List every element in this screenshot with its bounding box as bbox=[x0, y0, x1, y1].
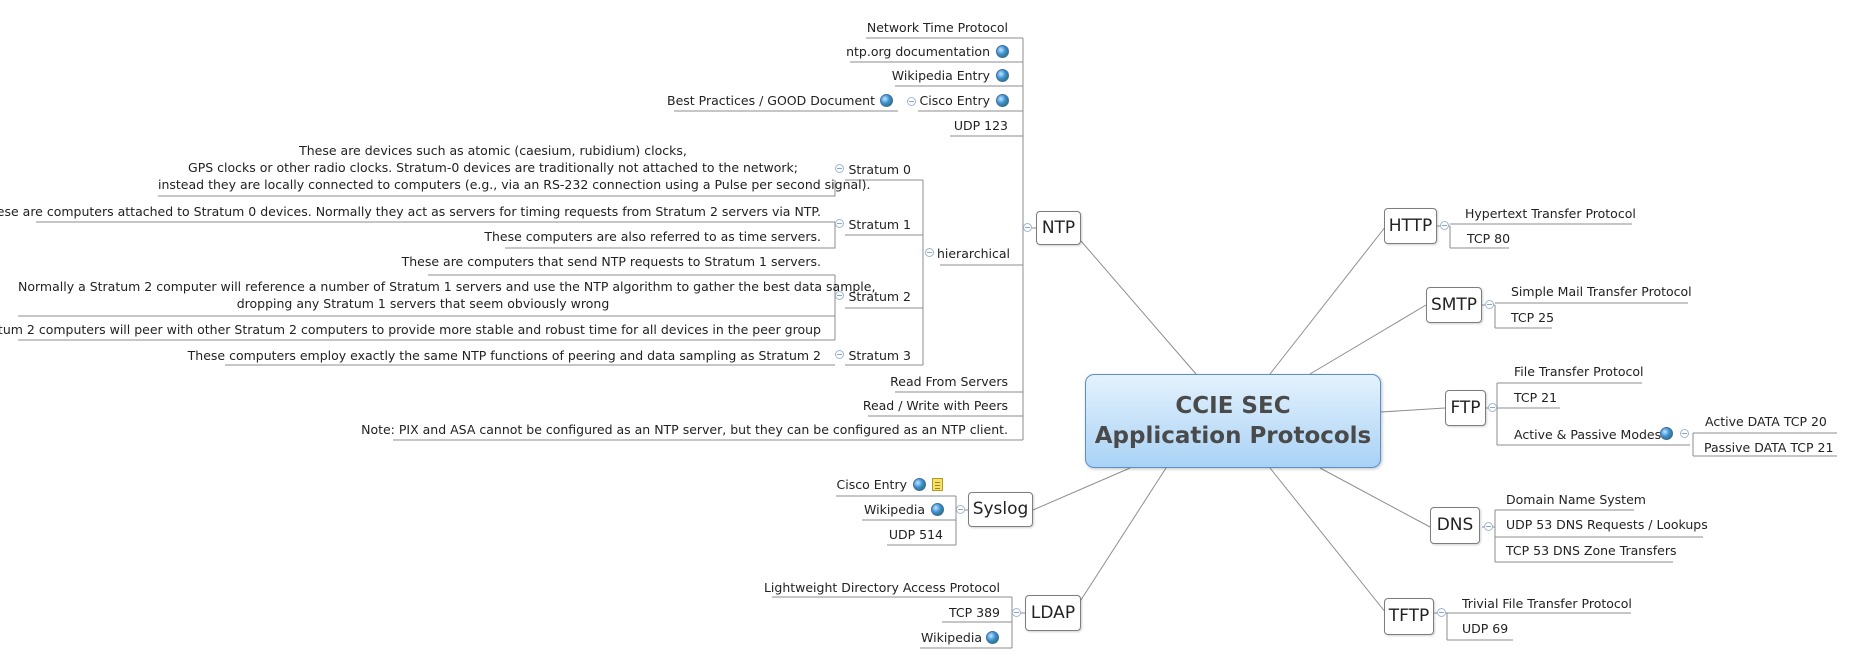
collapse-icon[interactable] bbox=[1485, 300, 1494, 309]
ntp-read-from-servers: Read From Servers bbox=[890, 374, 1008, 389]
ldap-tcp-port: TCP 389 bbox=[948, 605, 1000, 620]
collapse-icon[interactable] bbox=[835, 219, 844, 228]
globe-icon[interactable] bbox=[913, 478, 926, 491]
syslog-wikipedia-link[interactable]: Wikipedia bbox=[864, 502, 925, 517]
ntp-read-write-peers: Read / Write with Peers bbox=[862, 398, 1008, 413]
stratum-2-desc-2-line1: Normally a Stratum 2 computer will refer… bbox=[18, 279, 876, 294]
dns-label: DNS bbox=[1436, 515, 1474, 535]
collapse-icon[interactable] bbox=[925, 248, 934, 257]
tftp-topic[interactable]: TFTP bbox=[1384, 598, 1434, 635]
globe-icon[interactable] bbox=[996, 94, 1009, 107]
dns-tcp-port: TCP 53 DNS Zone Transfers bbox=[1506, 543, 1677, 558]
ftp-label: FTP bbox=[1450, 398, 1481, 418]
collapse-icon[interactable] bbox=[1437, 608, 1446, 617]
ftp-modes: Active & Passive Modes bbox=[1514, 427, 1662, 442]
note-icon[interactable] bbox=[932, 478, 943, 491]
central-title-line2: Application Protocols bbox=[1094, 423, 1372, 449]
smtp-label: SMTP bbox=[1430, 295, 1478, 315]
http-label: HTTP bbox=[1388, 216, 1433, 236]
collapse-icon[interactable] bbox=[835, 291, 844, 300]
tftp-udp-port: UDP 69 bbox=[1462, 621, 1509, 636]
collapse-icon[interactable] bbox=[956, 505, 965, 514]
http-topic[interactable]: HTTP bbox=[1384, 208, 1437, 244]
stratum-3-label: Stratum 3 bbox=[848, 348, 911, 363]
dns-full-name: Domain Name System bbox=[1506, 492, 1646, 507]
ftp-passive-data: Passive DATA TCP 21 bbox=[1704, 440, 1834, 455]
ftp-active-data: Active DATA TCP 20 bbox=[1705, 414, 1827, 429]
ldap-label: LDAP bbox=[1030, 603, 1076, 623]
collapse-icon[interactable] bbox=[907, 97, 916, 106]
stratum-0-desc-line3: instead they are locally connected to co… bbox=[158, 177, 871, 192]
collapse-icon[interactable] bbox=[1012, 608, 1021, 617]
ntp-udp-port: UDP 123 bbox=[953, 118, 1008, 133]
ntp-cisco-entry-link[interactable]: Cisco Entry bbox=[919, 93, 990, 108]
central-title-line1: CCIE SEC bbox=[1175, 393, 1291, 419]
ldap-wikipedia-link[interactable]: Wikipedia bbox=[921, 630, 982, 645]
ftp-full-name: File Transfer Protocol bbox=[1514, 364, 1644, 379]
syslog-cisco-entry-link[interactable]: Cisco Entry bbox=[836, 477, 907, 492]
http-full-name: Hypertext Transfer Protocol bbox=[1465, 206, 1636, 221]
collapse-icon[interactable] bbox=[1680, 429, 1689, 438]
stratum-0-desc-line2: GPS clocks or other radio clocks. Stratu… bbox=[188, 160, 798, 175]
tftp-full-name: Trivial File Transfer Protocol bbox=[1462, 596, 1632, 611]
syslog-udp-port: UDP 514 bbox=[888, 527, 943, 542]
globe-icon[interactable] bbox=[931, 503, 944, 516]
stratum-2-label: Stratum 2 bbox=[848, 289, 911, 304]
ntp-topic[interactable]: NTP bbox=[1036, 211, 1081, 245]
ntp-label: NTP bbox=[1041, 218, 1076, 238]
tftp-label: TFTP bbox=[1388, 606, 1430, 626]
ntp-wikipedia-entry-link[interactable]: Wikipedia Entry bbox=[891, 68, 990, 83]
stratum-1-desc-2: These computers are also referred to as … bbox=[484, 229, 821, 244]
stratum-1-desc-1: These are computers attached to Stratum … bbox=[0, 204, 821, 219]
ntp-note: Note: PIX and ASA cannot be configured a… bbox=[361, 422, 1008, 437]
stratum-2-desc-3: Stratum 2 computers will peer with other… bbox=[0, 322, 821, 337]
ftp-tcp-port: TCP 21 bbox=[1514, 390, 1558, 405]
dns-topic[interactable]: DNS bbox=[1430, 507, 1480, 544]
collapse-icon[interactable] bbox=[835, 164, 844, 173]
smtp-topic[interactable]: SMTP bbox=[1426, 287, 1482, 323]
ldap-full-name: Lightweight Directory Access Protocol bbox=[763, 580, 1000, 595]
ntp-best-practices-link[interactable]: Best Practices / GOOD Document bbox=[667, 93, 875, 108]
stratum-0-desc-line1: These are devices such as atomic (caesiu… bbox=[299, 143, 687, 158]
stratum-2-desc-2-line2: dropping any Stratum 1 servers that seem… bbox=[236, 296, 610, 311]
globe-icon[interactable] bbox=[986, 631, 999, 644]
dns-udp-port: UDP 53 DNS Requests / Lookups bbox=[1506, 517, 1708, 532]
ntp-hierarchical: hierarchical bbox=[936, 246, 1010, 261]
collapse-icon[interactable] bbox=[1488, 403, 1497, 412]
stratum-3-desc: These computers employ exactly the same … bbox=[187, 348, 821, 363]
ntp-network-time-protocol: Network Time Protocol bbox=[866, 20, 1008, 35]
smtp-tcp-port: TCP 25 bbox=[1511, 310, 1555, 325]
syslog-topic[interactable]: Syslog bbox=[968, 492, 1033, 527]
collapse-icon[interactable] bbox=[835, 350, 844, 359]
http-tcp-port: TCP 80 bbox=[1467, 231, 1511, 246]
collapse-icon[interactable] bbox=[1440, 221, 1449, 230]
globe-icon[interactable] bbox=[996, 45, 1009, 58]
stratum-1-label: Stratum 1 bbox=[848, 217, 911, 232]
stratum-2-desc-1: These are computers that send NTP reques… bbox=[401, 254, 821, 269]
ntp-org-documentation-link[interactable]: ntp.org documentation bbox=[846, 44, 990, 59]
stratum-0-label: Stratum 0 bbox=[848, 162, 911, 177]
ldap-topic[interactable]: LDAP bbox=[1025, 595, 1081, 631]
central-topic[interactable]: CCIE SEC Application Protocols bbox=[1085, 374, 1381, 468]
globe-icon[interactable] bbox=[1660, 427, 1673, 440]
globe-icon[interactable] bbox=[996, 69, 1009, 82]
ftp-topic[interactable]: FTP bbox=[1445, 390, 1486, 426]
syslog-label: Syslog bbox=[972, 499, 1029, 519]
globe-icon[interactable] bbox=[880, 94, 893, 107]
smtp-full-name: Simple Mail Transfer Protocol bbox=[1511, 284, 1692, 299]
collapse-icon[interactable] bbox=[1023, 223, 1032, 232]
collapse-icon[interactable] bbox=[1484, 522, 1493, 531]
